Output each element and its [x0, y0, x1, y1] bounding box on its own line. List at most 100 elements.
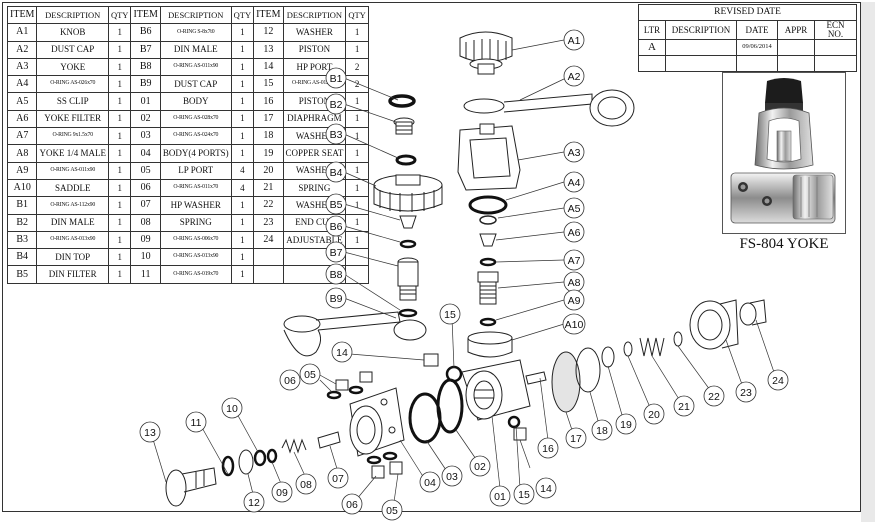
svg-text:05: 05: [386, 505, 398, 517]
callout-a2: A2: [563, 65, 585, 87]
svg-text:A9: A9: [568, 295, 581, 307]
end-cup-23: [689, 299, 739, 350]
callout-a8: A8: [563, 271, 585, 293]
callout-05: 05: [299, 363, 321, 385]
callout-a5: A5: [563, 197, 585, 219]
callout-07: 07: [327, 467, 349, 489]
callouts: A1 A2 A3 A4 A5 A6 A7 A8 A9 A10 B1 B2 B3 …: [139, 29, 789, 521]
callout-04: 04: [419, 471, 441, 493]
svg-text:B5: B5: [330, 199, 343, 211]
callout-15b: 15: [513, 483, 535, 505]
callout-10: 10: [221, 397, 243, 419]
svg-text:B9: B9: [330, 293, 343, 305]
callout-b1: B1: [325, 67, 347, 89]
callout-b4: B4: [325, 161, 347, 183]
hp-washer-07: [317, 431, 341, 449]
clip-a5: [479, 215, 497, 225]
washer-18: [575, 347, 601, 393]
din-filter-b5: [399, 215, 417, 229]
yoke-male-part: [477, 271, 499, 305]
part-item-cell: 11: [130, 265, 161, 284]
svg-text:19: 19: [620, 419, 632, 431]
callout-11: 11: [185, 411, 207, 433]
callout-08: 08: [295, 473, 317, 495]
header-qty: QTY: [107, 5, 132, 25]
callout-14b: 14: [535, 477, 557, 499]
callout-06: 06: [279, 369, 301, 391]
svg-text:17: 17: [570, 433, 582, 445]
svg-text:06: 06: [346, 499, 358, 511]
dust-cap-part: [463, 89, 635, 127]
callout-17: 17: [565, 427, 587, 449]
o-ring-15: [445, 365, 463, 383]
callout-12: 12: [243, 491, 265, 513]
svg-text:B6: B6: [330, 221, 343, 233]
o-ring-b8: [398, 308, 418, 318]
din-male-b7: [397, 257, 419, 301]
drawing-frame: [2, 2, 861, 512]
callout-b9: B9: [325, 287, 347, 309]
din-top-b4: [373, 174, 443, 212]
washer-20: [623, 341, 633, 357]
callout-13: 13: [139, 421, 161, 443]
callout-a4: A4: [563, 171, 585, 193]
part-qty-cell: 1: [107, 40, 132, 59]
o-ring-10: [253, 449, 267, 467]
svg-text:01: 01: [494, 491, 506, 503]
callout-a1: A1: [563, 29, 585, 51]
svg-text:A8: A8: [568, 277, 581, 289]
callout-a6: A6: [563, 221, 585, 243]
o-ring-11: [221, 455, 235, 477]
svg-text:B4: B4: [330, 167, 343, 179]
leader-lines: [151, 39, 777, 503]
callout-06b: 06: [341, 493, 363, 515]
o-ring-b1: [388, 94, 416, 108]
callout-16: 16: [537, 437, 559, 459]
rev-header-ecn: ECN NO.: [814, 20, 857, 40]
svg-text:15: 15: [518, 489, 530, 501]
callout-a3: A3: [563, 141, 585, 163]
svg-text:12: 12: [248, 497, 260, 509]
callout-19: 19: [615, 413, 637, 435]
regulator-photo-illustration: [730, 78, 836, 224]
callout-b7: B7: [325, 241, 347, 263]
svg-text:B2: B2: [330, 99, 343, 111]
callout-b3: B3: [325, 123, 347, 145]
o-ring-a9: [479, 317, 497, 327]
svg-text:18: 18: [596, 425, 608, 437]
callout-b6: B6: [325, 215, 347, 237]
svg-text:06: 06: [284, 375, 296, 387]
svg-text:20: 20: [648, 409, 660, 421]
svg-text:B8: B8: [330, 269, 343, 281]
svg-text:B7: B7: [330, 247, 343, 259]
o-rings-06: [326, 385, 398, 465]
part-item-cell: B4: [6, 248, 38, 267]
part-qty-cell: 1: [230, 265, 255, 284]
product-caption: FS-804 YOKE: [739, 236, 829, 252]
svg-text:A6: A6: [568, 227, 581, 239]
washer-22: [673, 331, 683, 347]
o-ring-b3: [395, 154, 417, 166]
svg-text:14: 14: [540, 483, 552, 495]
part-item-cell: B5: [6, 265, 38, 284]
callout-b8: B8: [325, 263, 347, 285]
o-ring-09: [266, 448, 278, 464]
washer-12: [238, 449, 254, 475]
callout-15: 15: [439, 303, 461, 325]
svg-text:B3: B3: [330, 129, 343, 141]
svg-text:15: 15: [444, 309, 456, 321]
part-item-cell: A7: [6, 127, 38, 146]
part-qty-cell: 1: [345, 144, 369, 163]
svg-text:11: 11: [191, 417, 202, 429]
svg-text:21: 21: [678, 401, 690, 413]
part-qty-cell: 1: [107, 23, 132, 42]
diaphragm-17: [551, 351, 581, 413]
rev-empty-cell: [814, 55, 857, 72]
svg-text:A1: A1: [568, 35, 581, 47]
svg-text:A7: A7: [568, 255, 581, 267]
piston-16: [525, 371, 547, 385]
